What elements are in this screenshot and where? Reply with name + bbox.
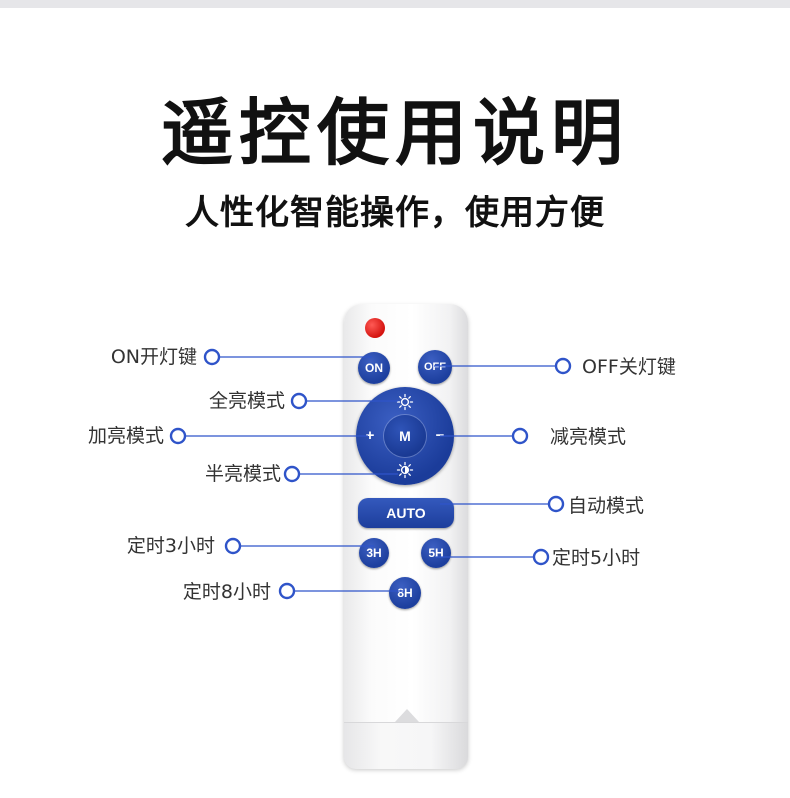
t3-marker-ring <box>224 537 242 555</box>
minus-marker-ring <box>511 427 529 445</box>
page-title: 遥控使用说明 <box>160 91 629 175</box>
on-marker-ring <box>203 348 221 366</box>
half-sun-icon[interactable] <box>396 461 414 479</box>
half-marker-ring <box>283 465 301 483</box>
callout-plus: 加亮模式 <box>87 425 164 447</box>
auto-button[interactable]: AUTO <box>358 498 454 528</box>
auto-marker-ring <box>547 495 565 513</box>
battery-cover-notch <box>395 709 419 722</box>
t8-marker-ring <box>278 582 296 600</box>
timer-8h-button[interactable]: 8H <box>389 577 421 609</box>
minus-button[interactable]: − <box>435 427 445 444</box>
top-bar <box>0 0 790 8</box>
callout-minus: 减亮模式 <box>550 426 627 448</box>
t5-marker-ring <box>532 548 550 566</box>
off-marker-ring <box>554 357 572 375</box>
plus-marker-ring <box>169 427 187 445</box>
callout-t8: 定时8小时 <box>182 581 271 603</box>
callout-full: 全亮模式 <box>208 390 285 412</box>
callout-t3: 定时3小时 <box>126 535 215 557</box>
timer-5h-button[interactable]: 5H <box>421 538 451 568</box>
callout-on: ON开灯键 <box>110 346 197 368</box>
plus-button[interactable]: + <box>365 427 375 444</box>
timer-3h-button[interactable]: 3H <box>359 538 389 568</box>
mode-button[interactable]: M <box>384 415 426 457</box>
callout-half: 半亮模式 <box>204 463 281 485</box>
page-subtitle: 人性化智能操作，使用方便 <box>185 193 605 233</box>
full-marker-ring <box>290 392 308 410</box>
callout-off: OFF关灯键 <box>582 356 676 378</box>
indicator-led <box>365 318 385 338</box>
callout-auto: 自动模式 <box>568 495 645 517</box>
callout-t5: 定时5小时 <box>552 547 641 569</box>
off-button[interactable]: OFF <box>418 350 452 384</box>
sun-icon[interactable] <box>396 393 414 411</box>
remote-battery-cover <box>344 722 468 769</box>
